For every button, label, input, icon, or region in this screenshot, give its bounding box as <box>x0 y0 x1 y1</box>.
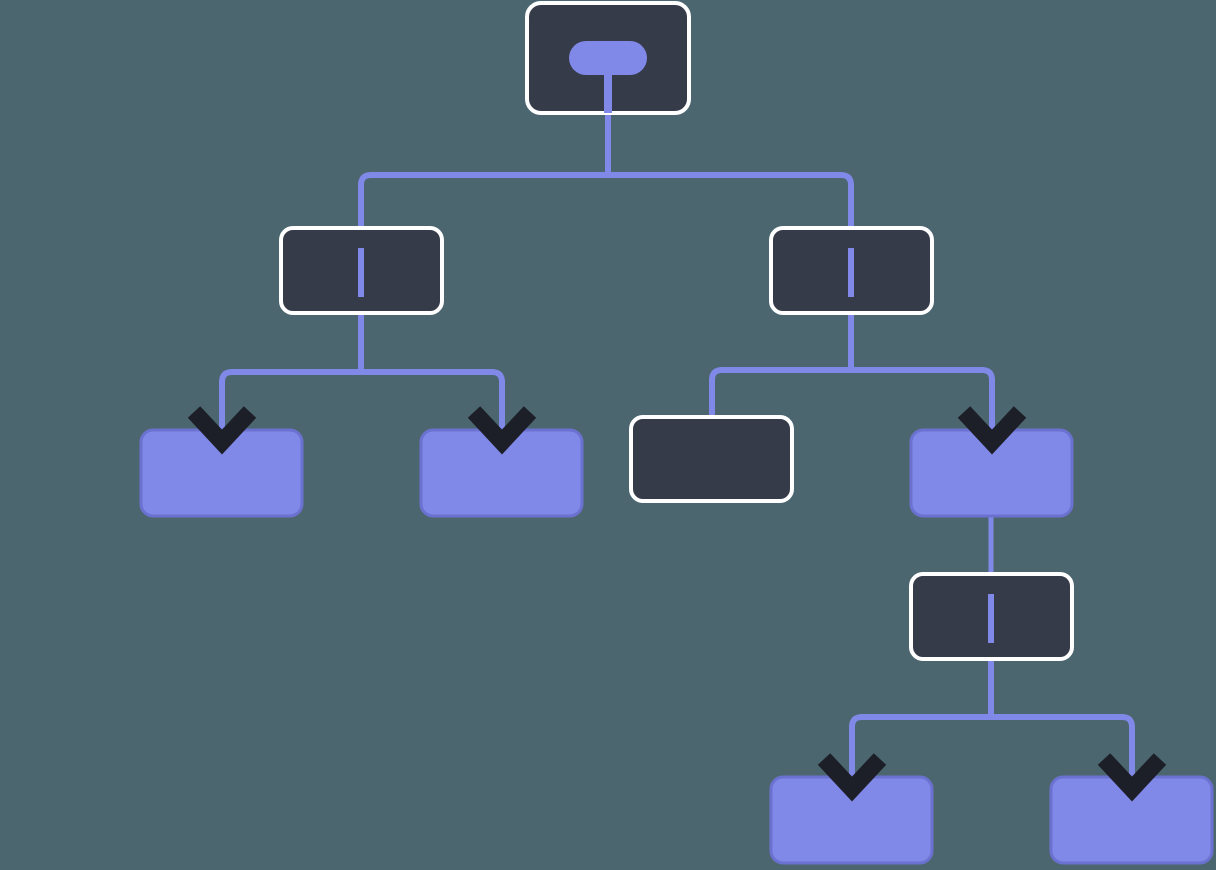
edge-level2-right-to-accent-branch-arrowhead-icon <box>957 406 1027 455</box>
edge-root-to-level2-left <box>358 113 611 228</box>
edge-level2-left-to-leaf-2 <box>358 313 505 430</box>
edge-level4-to-leaf-3-arrowhead-icon <box>817 753 887 802</box>
edge-level2-right-to-dark-leaf <box>709 313 854 417</box>
nodes-layer <box>139 1 1214 865</box>
level2-node-right-group <box>769 226 934 315</box>
arrowheads-layer <box>187 406 1167 802</box>
level2-node-left-group <box>279 226 444 315</box>
dark-leaf-node-group <box>629 415 794 503</box>
edge-root-to-level2-right <box>605 113 854 228</box>
edge-level2-left-to-leaf-2-arrowhead-icon <box>467 406 537 455</box>
dark-leaf-node[interactable] <box>629 415 794 503</box>
edge-level2-left-to-leaf-1-arrowhead-icon <box>187 406 257 455</box>
root-node-group <box>525 1 691 115</box>
root-node-pill-shape <box>569 41 647 75</box>
edge-level4-to-leaf-4 <box>988 659 1135 777</box>
edge-level4-to-leaf-4-arrowhead-icon <box>1097 753 1167 802</box>
edge-level2-right-to-accent-branch <box>848 313 995 430</box>
level4-dark-node-group <box>909 572 1074 661</box>
edges-layer <box>219 113 1135 777</box>
